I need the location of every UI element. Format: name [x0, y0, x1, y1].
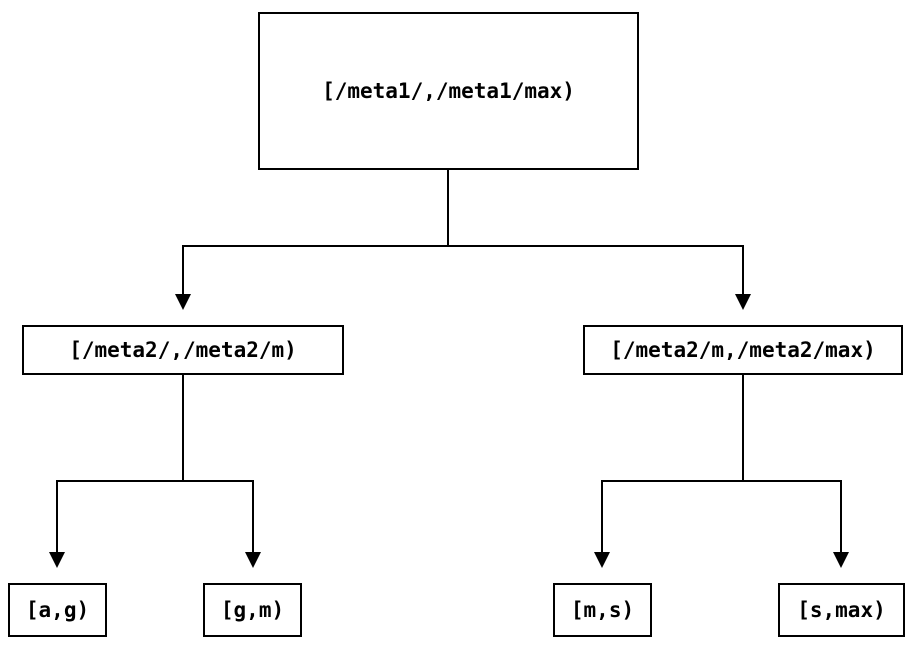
node-meta2-upper-interval: [/meta2/m,/meta2/max) — [583, 325, 903, 375]
node-leaf-ag: [a,g) — [8, 583, 107, 637]
node-leaf-gm: [g,m) — [203, 583, 302, 637]
arrowhead-down-icon — [833, 552, 849, 568]
edge-left-leaf-ag — [49, 375, 184, 568]
node-root-interval: [/meta1/,/meta1/max) — [258, 12, 639, 170]
arrowhead-down-icon — [49, 552, 65, 568]
edge-right-leaf-ms — [594, 375, 744, 568]
node-meta2-lower-interval: [/meta2/,/meta2/m) — [22, 325, 344, 375]
edge-root-left — [175, 170, 449, 310]
arrowhead-down-icon — [735, 294, 751, 310]
node-leaf-smax: [s,max) — [778, 583, 905, 637]
arrowhead-down-icon — [175, 294, 191, 310]
edge-right-leaf-smax — [742, 375, 849, 568]
edge-root-right — [447, 170, 751, 310]
edge-left-leaf-gm — [182, 375, 261, 568]
arrowhead-down-icon — [594, 552, 610, 568]
node-leaf-ms: [m,s) — [553, 583, 652, 637]
arrowhead-down-icon — [245, 552, 261, 568]
